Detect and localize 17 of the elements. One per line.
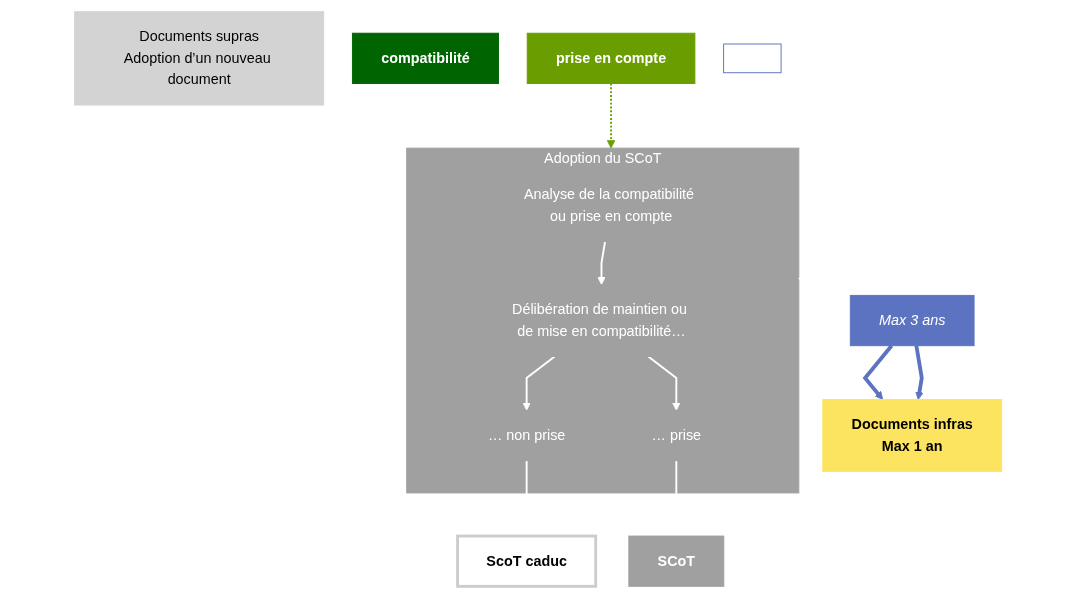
node-box: ScoT caduc (456, 534, 598, 588)
node-box: compatibilité (352, 32, 500, 84)
node-text: … non prise (488, 426, 566, 443)
arrow (522, 355, 556, 411)
node-box: Max 3 ans (850, 294, 975, 346)
node-box: Documents infras Max 1 an (822, 398, 1003, 472)
node-text: Analyse de la compatibilité ou prise en compte (524, 185, 695, 224)
node-box: Documents supras Adoption d’un nouveau document (74, 10, 325, 106)
node-box (723, 43, 782, 73)
node-box: prise en compte (527, 32, 696, 84)
node-box: SCoT (628, 535, 725, 587)
node-text: Délibération de maintien ou de mise en compatibilité… (512, 300, 688, 339)
arrow (597, 240, 607, 285)
node-text: … prise (651, 426, 702, 443)
arrow (647, 355, 681, 411)
arrow (607, 82, 616, 149)
arrow (914, 344, 925, 400)
